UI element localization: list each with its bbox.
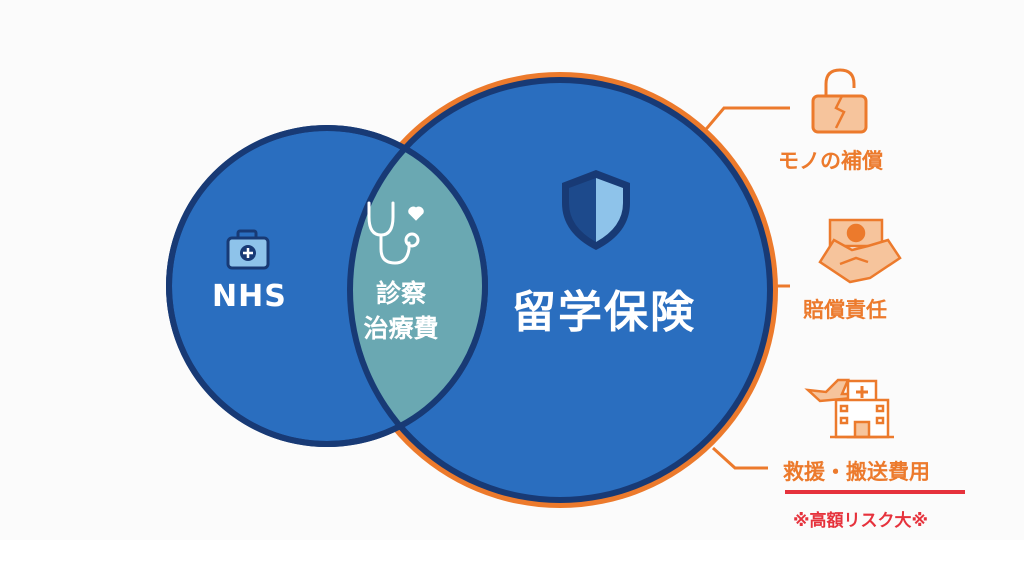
connector-line-3 [711,446,768,470]
rescue-underline [785,490,965,494]
high-risk-note: ※高額リスク大※ [793,511,929,531]
overlap-label-line1: 診察 [375,279,426,308]
overlap-label: 診察 治療費 [346,276,456,346]
money-handshake-icon [818,218,902,284]
broken-padlock-icon [811,68,868,134]
overlap-label-line2: 治療費 [363,314,439,343]
airplane-hospital-icon [804,378,894,439]
callout-rescue-label: 救援・搬送費用 [783,460,930,484]
nhs-label: NHS [212,279,287,314]
callout-property-label: モノの補償 [778,149,883,173]
insurance-circle [353,83,767,497]
stethoscope-heart-icon [367,201,424,265]
insurance-label: 留学保険 [512,287,696,338]
callout-liability-label: 賠償責任 [803,298,887,322]
bottom-band [0,540,1024,576]
shield-icon [562,170,630,250]
connector-line-1 [700,106,790,135]
medical-kit-icon [226,229,270,270]
